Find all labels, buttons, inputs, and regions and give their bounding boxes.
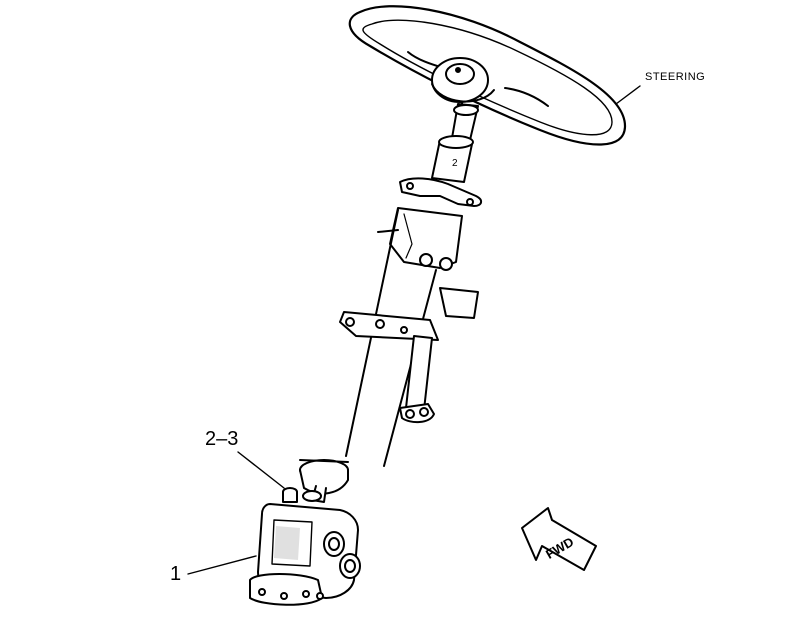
steering-column-icon: 2 xyxy=(299,103,482,503)
steering-pump-icon xyxy=(249,487,361,606)
item-1-leader-line xyxy=(187,555,257,575)
steering-callout-label: STEERING xyxy=(645,71,706,83)
item-2-3-leader-line xyxy=(237,451,285,489)
item-2-3-callout-label: 2–3 xyxy=(205,428,239,450)
item-1-callout-label: 1 xyxy=(170,563,182,585)
steering-wheel-icon xyxy=(348,5,627,146)
svg-text:2: 2 xyxy=(452,158,458,169)
steering-leader-line xyxy=(615,85,641,105)
forward-arrow-icon: FWD xyxy=(521,507,597,571)
